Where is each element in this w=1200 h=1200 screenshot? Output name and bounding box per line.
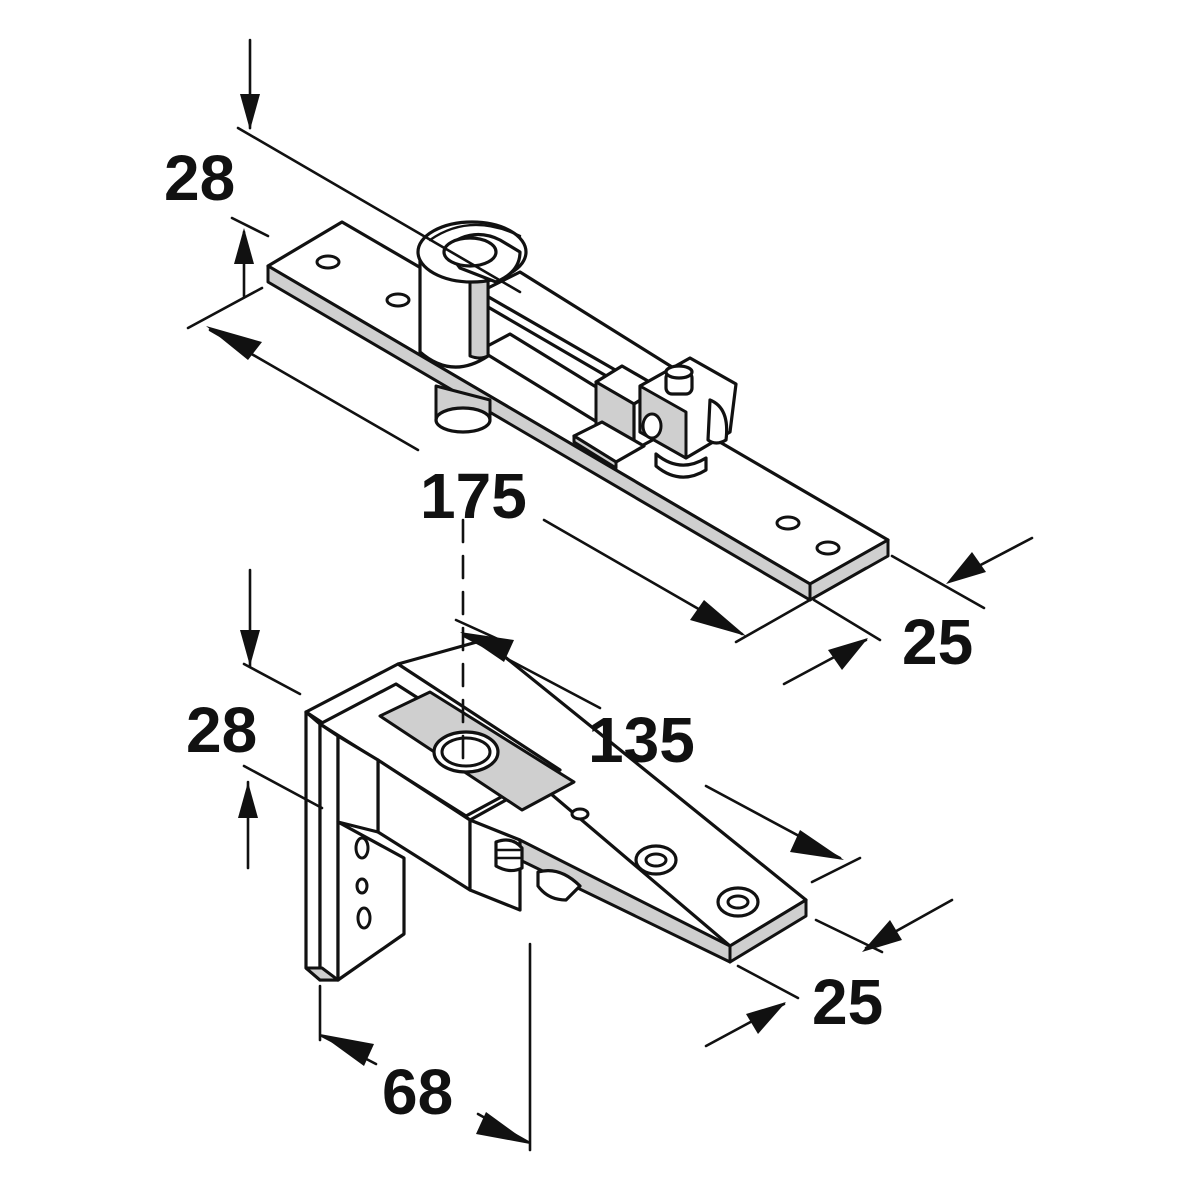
dim-top-width	[782, 536, 1034, 686]
screw-hole	[775, 515, 801, 531]
pivot-cylinder	[416, 220, 528, 369]
label-top-width: 25	[902, 606, 973, 678]
label-bottom-depth: 68	[382, 1056, 453, 1128]
dim-bottom-width	[704, 898, 954, 1048]
label-top-height: 28	[164, 142, 235, 214]
bottom-bracket	[304, 638, 808, 982]
label-bottom-height: 28	[186, 694, 257, 766]
label-top-length: 175	[420, 460, 527, 532]
dim-top-height	[230, 38, 522, 298]
dim-top-length	[186, 286, 868, 644]
pivot-pin	[434, 384, 492, 434]
dim-bottom-length	[454, 618, 862, 884]
dim-bottom-depth	[318, 942, 532, 1152]
screw-hole	[315, 254, 341, 270]
dim-bottom-height	[238, 568, 324, 870]
screw-hole	[815, 540, 841, 556]
screw-hole	[355, 877, 369, 895]
top-pivot-plate	[266, 220, 890, 602]
label-bottom-length: 135	[588, 704, 695, 776]
label-bottom-width: 25	[812, 966, 883, 1038]
screw-hole	[354, 836, 370, 860]
screw-hole	[570, 807, 590, 821]
adjustment-block	[572, 356, 738, 479]
screw-hole	[385, 292, 411, 308]
screw-hole	[356, 906, 372, 930]
